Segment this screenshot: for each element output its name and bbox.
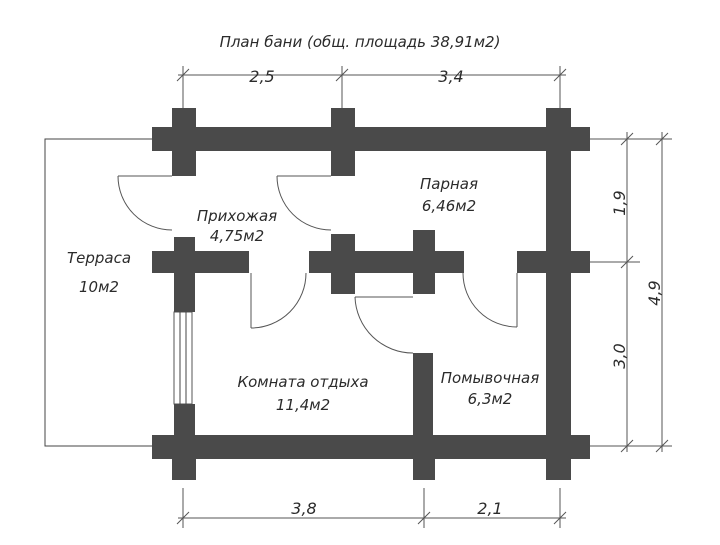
top-dimension-line [176,66,567,112]
door-lounge-wash [354,296,414,354]
dimension-right-upper: 1,9 [610,190,629,215]
window [173,311,193,405]
terrace-outline [44,138,173,447]
door-wash-steam [462,272,518,328]
room-area-hall: 4,75м2 [210,227,264,245]
door-hall-steam [276,175,332,231]
room-name-lounge: Комната отдыха [237,373,368,391]
plan-title: План бани (общ. площадь 38,91м2) [220,33,501,51]
room-area-wash: 6,3м2 [468,390,513,408]
dimension-bottom-left: 3,8 [291,499,316,518]
dimension-right-lower: 3,0 [610,343,629,368]
room-name-steam: Парная [420,175,478,193]
room-name-terrace: Терраса [67,249,131,267]
room-name-wash: Помывочная [441,369,540,387]
room-area-lounge: 11,4м2 [276,396,330,414]
walls [152,108,590,480]
bottom-dimension-line [176,488,567,528]
dimension-bottom-right: 2,1 [477,499,502,518]
room-area-terrace: 10м2 [79,278,119,296]
room-name-hall: Прихожая [197,207,277,225]
dimension-right-total: 4,9 [645,280,664,305]
room-area-steam: 6,46м2 [422,197,476,215]
right-dimension-lines [590,132,672,453]
door-entrance [117,175,173,231]
dimension-top-right: 3,4 [438,67,463,86]
door-hall-lounge [250,272,307,329]
dimension-top-left: 2,5 [249,67,274,86]
